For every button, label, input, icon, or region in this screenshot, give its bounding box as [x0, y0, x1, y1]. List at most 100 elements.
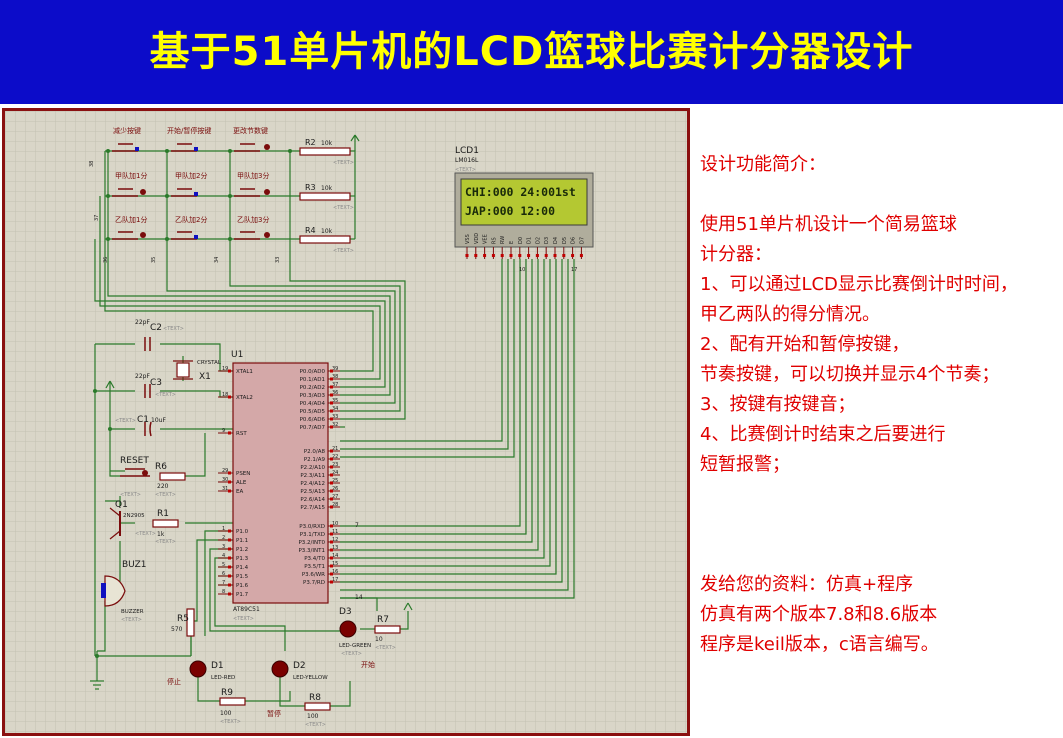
mcu-left-pin-label: P1.0: [236, 529, 249, 535]
button-start-pause[interactable]: [171, 143, 198, 152]
mcu-pin-marker: [330, 425, 333, 429]
mcu-left-pin-num: 2: [222, 535, 225, 541]
oscillator-circuit: 22pF C2 <TEXT> 22pF C3 <TEXT> CRYSTAL X1…: [105, 319, 222, 437]
button-team-b-plus3[interactable]: [234, 231, 270, 240]
resistor-r4: [299, 235, 351, 244]
mcu-pin-marker: [330, 540, 333, 544]
reset-button[interactable]: [120, 468, 150, 477]
mcu-right-pin-label: P2.3/A11: [300, 473, 325, 479]
r5-value: 570: [171, 626, 183, 633]
d1-part: LED-RED: [211, 675, 235, 681]
r7-ref: R7: [377, 615, 389, 625]
button-label-decrease: 减少按键: [113, 126, 141, 135]
lcd-pin-marker: [509, 254, 513, 257]
mcu-pin-marker: [330, 393, 333, 397]
wire-num-34: 34: [214, 257, 220, 263]
desc-spacer-3: [700, 510, 1060, 540]
lcd-pin-marker: [483, 254, 487, 257]
button-team-b-plus2[interactable]: [171, 231, 198, 240]
mcu-right-pin-num: 12: [332, 537, 338, 543]
button-team-a-plus1[interactable]: [112, 188, 146, 197]
mcu-right-pin-label: P0.4/AD4: [300, 401, 326, 407]
button-team-b-plus1[interactable]: [112, 231, 146, 240]
mcu-right-pin-label: P2.1/A9: [304, 457, 326, 463]
resistor-r1: [152, 519, 179, 528]
mcu-right-pin-num: 36: [332, 390, 338, 396]
buzzer-ref: BUZ1: [122, 560, 147, 570]
mcu-right-pin-label: P3.6/WR: [302, 572, 325, 578]
mcu-left-pin-num: 1: [222, 526, 225, 532]
c3-ref: C3: [150, 378, 162, 388]
led-red-icon: [189, 660, 207, 678]
r3-value: 10k: [321, 185, 333, 192]
mcu-left-pin-num: 4: [222, 553, 225, 559]
mcu-right-pin-label: P3.2/INT0: [298, 540, 325, 546]
c2-ref: C2: [150, 323, 162, 333]
description-panel: 设计功能简介： 使用51单片机设计一个简易篮球 计分器： 1、可以通过LCD显示…: [700, 150, 1060, 660]
mcu-left-pin-label: P1.2: [236, 547, 248, 553]
junctions: [93, 149, 292, 658]
mcu-pin-marker: [330, 556, 333, 560]
mcu-pin-marker: [228, 565, 231, 569]
mcu-right-pin-label: P3.3/INT1: [298, 548, 325, 554]
mcu-right-pin-label: P3.0/RXD: [299, 524, 325, 530]
d1-label: 停止: [167, 677, 181, 686]
mcu-pin-marker: [228, 489, 231, 493]
mcu-right-pin-num: 13: [332, 545, 338, 551]
resistor-r6: [159, 472, 186, 481]
button-label-team-a-plus3: 甲队加3分: [237, 171, 269, 180]
lcd-pin-marker: [571, 254, 575, 257]
r9-placeholder: <TEXT>: [220, 719, 241, 725]
mcu-pin-marker: [330, 417, 333, 421]
reset-circuit: RESET <TEXT> R6 220 <TEXT>: [120, 456, 186, 498]
mcu-right-pin-label: P0.3/AD3: [300, 393, 326, 399]
desc-feature-1b: 甲乙两队的得分情况。: [700, 304, 880, 325]
r2-value: 10k: [321, 140, 333, 147]
desc-intro-1: 使用51单片机设计一个简易篮球: [700, 214, 957, 235]
lcd-screen: [460, 178, 588, 226]
mcu-left-pin-label: RST: [236, 431, 247, 437]
r8-placeholder: <TEXT>: [305, 722, 326, 728]
button-label-team-b-plus2: 乙队加2分: [175, 215, 207, 224]
lcd-pin-label: VSS: [465, 234, 471, 244]
r5-ref: R5: [177, 614, 189, 624]
transistor-ref: Q1: [115, 500, 128, 510]
d2-part: LED-YELLOW: [293, 675, 328, 681]
lcd-pin-label: D0: [518, 237, 524, 244]
mcu-right-pin-label: P2.2/A10: [300, 465, 325, 471]
mcu-right-pin-label: P0.0/AD0: [300, 369, 326, 375]
lcd-pin-marker: [500, 254, 504, 257]
mcu-left-pin-num: 8: [222, 589, 225, 595]
wire-num-7: 7: [355, 522, 359, 529]
r1-ref: R1: [157, 509, 169, 519]
mcu-pin-marker: [228, 395, 231, 399]
mcu-pin-marker: [330, 385, 333, 389]
mcu-pin-marker: [330, 572, 333, 576]
r1-placeholder: <TEXT>: [155, 539, 176, 545]
button-team-a-plus2[interactable]: [171, 188, 198, 197]
button-change-period[interactable]: [234, 143, 270, 152]
mcu-right-pin-label: P2.5/A13: [300, 489, 325, 495]
mcu-pin-marker: [330, 580, 333, 584]
buzzer-part: BUZZER: [121, 609, 144, 615]
mcu-right-pin-num: 35: [332, 398, 338, 404]
resistor-r5: [186, 608, 195, 637]
d3-ref: D3: [339, 607, 352, 617]
desc-materials-1: 发给您的资料：仿真+程序: [700, 574, 914, 595]
mcu-right-pin-num: 27: [332, 494, 338, 500]
mcu-right-pin-num: 15: [332, 561, 338, 567]
mcu-right-pin-num: 21: [332, 446, 338, 452]
r7-placeholder: <TEXT>: [375, 645, 396, 651]
button-decrease[interactable]: [112, 143, 139, 152]
lcd-pin-marker: [527, 254, 531, 257]
mcu-pin-marker: [228, 471, 231, 475]
d3-placeholder: <TEXT>: [341, 651, 362, 657]
button-team-a-plus3[interactable]: [234, 188, 270, 197]
desc-spacer-4: [700, 540, 1060, 570]
lcd-pin-num-end: 17: [571, 267, 577, 273]
mcu-left-pin-num: 5: [222, 562, 225, 568]
schematic-panel: 减少按键 开始/暂停按键 更改节数键 甲队加1分 甲队加2分: [2, 108, 690, 736]
lcd-pin-label: RS: [491, 237, 497, 244]
wire-num-35: 35: [151, 257, 157, 263]
mcu-pin-marker: [228, 538, 231, 542]
